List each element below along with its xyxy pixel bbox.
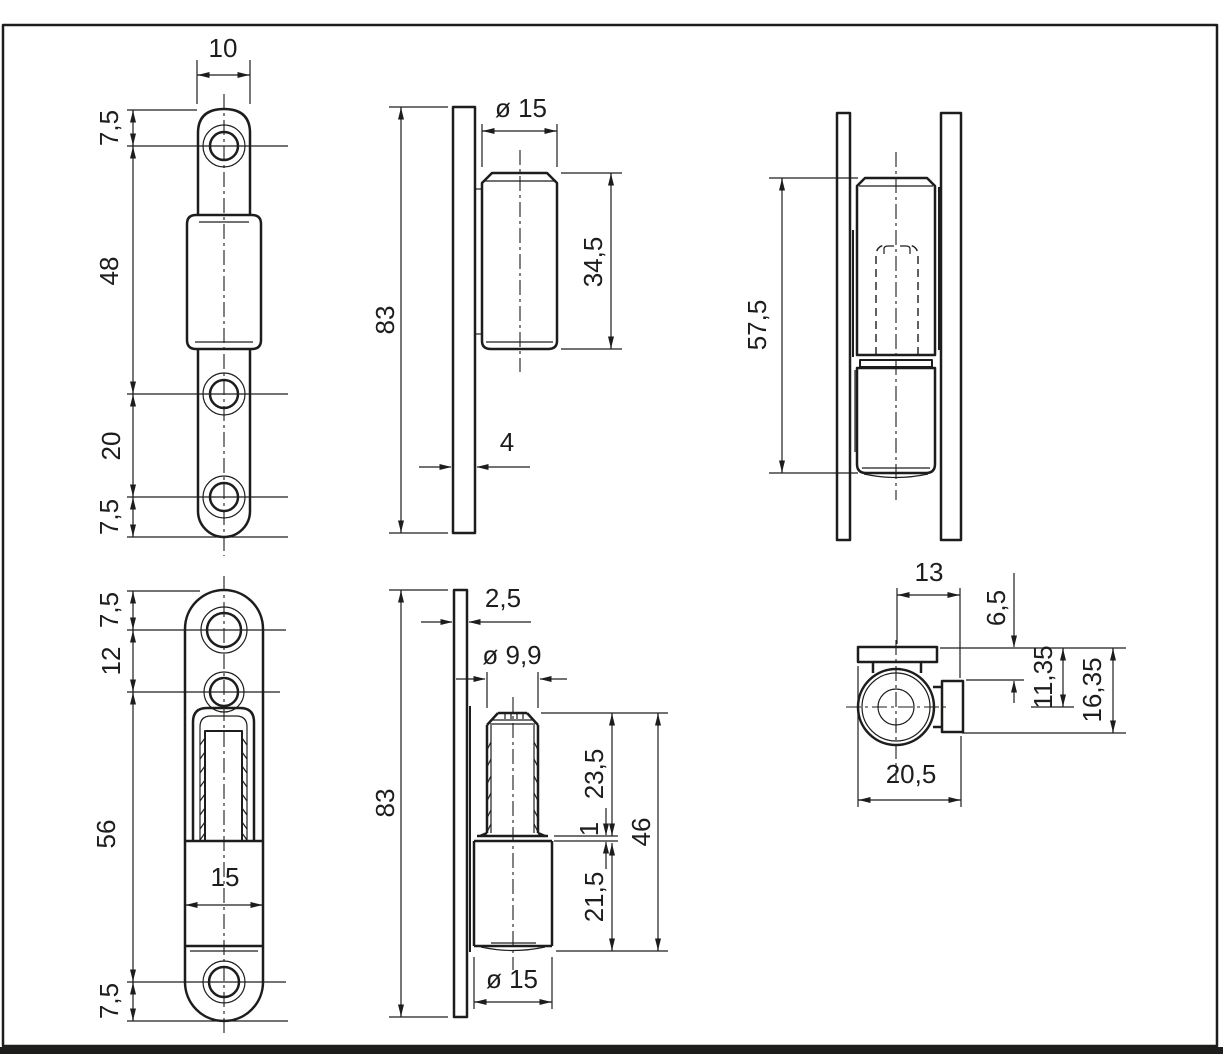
leaf-strip-outline	[196, 349, 252, 539]
pin-hole-circle	[877, 688, 915, 726]
hidden-pin-right	[906, 244, 919, 355]
frame-border	[1, 23, 1219, 1048]
spring-plate	[204, 730, 243, 841]
screw-hole	[207, 965, 241, 999]
barrel-outline	[480, 171, 559, 351]
plate-bar	[856, 645, 939, 664]
knurl-ticks	[486, 713, 539, 833]
dim-tab-width: 10	[209, 33, 238, 63]
dim-tab-top-to-hole: 7,5	[94, 110, 124, 146]
view-frame-front: 7,5 12 56 15 7,5	[91, 576, 288, 1036]
dim-hole-gap: 12	[96, 647, 126, 676]
dim-lower-hole-gap: 20	[96, 432, 126, 461]
hidden-pin-left	[875, 244, 888, 355]
screw-hole	[208, 676, 240, 708]
frame-plate-outline	[452, 588, 469, 1019]
side-block	[940, 679, 965, 734]
frame-plate-outline	[835, 111, 852, 542]
lower-barrel-outline	[855, 366, 937, 475]
eyelet-tab-outline	[196, 107, 252, 216]
hatch-ticks	[199, 737, 248, 841]
page-frame	[0, 23, 1223, 1054]
dim-barrel-diameter: ø 15	[486, 964, 538, 994]
frame-bottom-bar	[0, 1047, 1223, 1054]
dim-barrel-diameter: ø 15	[495, 93, 547, 123]
screw-hole	[208, 481, 240, 513]
door-plate-outline	[939, 111, 963, 542]
dim-hole-span: 56	[91, 820, 121, 849]
view-frame-side: 2,5 ø 9,9 83 23,5 1 46 21,5 ø 15	[370, 583, 668, 1019]
dim-plate-height: 83	[370, 306, 400, 335]
dim-barrel-length: 57,5	[742, 300, 772, 351]
dim-pin-diameter: ø 9,9	[482, 640, 541, 670]
view-leaf-front: 10 7,5 48 20 7,5	[94, 33, 288, 556]
dim-pin-total-length: 46	[626, 818, 656, 847]
dim-body-width: 15	[211, 862, 240, 892]
dim-hole-to-end: 7,5	[94, 983, 124, 1019]
screw-hole	[205, 611, 243, 649]
frame-part-outline	[183, 588, 265, 1023]
screw-hole	[208, 378, 240, 410]
dim-flange-gap: 1	[574, 822, 604, 836]
dim-pin-length: 23,5	[579, 749, 609, 800]
dim-barrel-height: 34,5	[578, 237, 608, 288]
eyelet-hole	[208, 130, 240, 162]
dim-bar-to-block-bottom: 16,35	[1077, 657, 1107, 722]
dim-plate-thickness: 2,5	[485, 583, 521, 613]
slot-outline	[191, 706, 256, 841]
upper-barrel-outline	[855, 176, 937, 357]
dim-bar-to-center: 11,35	[1028, 645, 1058, 708]
dim-top-to-hole: 7,5	[94, 592, 124, 628]
dim-plate-height: 83	[370, 789, 400, 818]
dim-barrel-length: 21,5	[579, 872, 609, 923]
barrel-body-outline	[185, 213, 263, 351]
dim-center-to-block: 13	[915, 557, 944, 587]
mounting-plate-outline	[451, 105, 477, 535]
dim-plate-thickness: 4	[500, 427, 514, 457]
view-leaf-side: ø 15 83 34,5 4	[370, 93, 622, 535]
view-assembly-side: 57,5	[742, 111, 963, 542]
dim-hole-to-end: 7,5	[94, 499, 124, 535]
dim-bar-to-block-top: 6,5	[981, 590, 1011, 626]
dim-hole-to-hole: 48	[94, 257, 124, 286]
dim-overall-depth: 20,5	[886, 759, 937, 789]
view-plan-top: 13 6,5 11,35 16,35 20,5	[846, 557, 1126, 807]
